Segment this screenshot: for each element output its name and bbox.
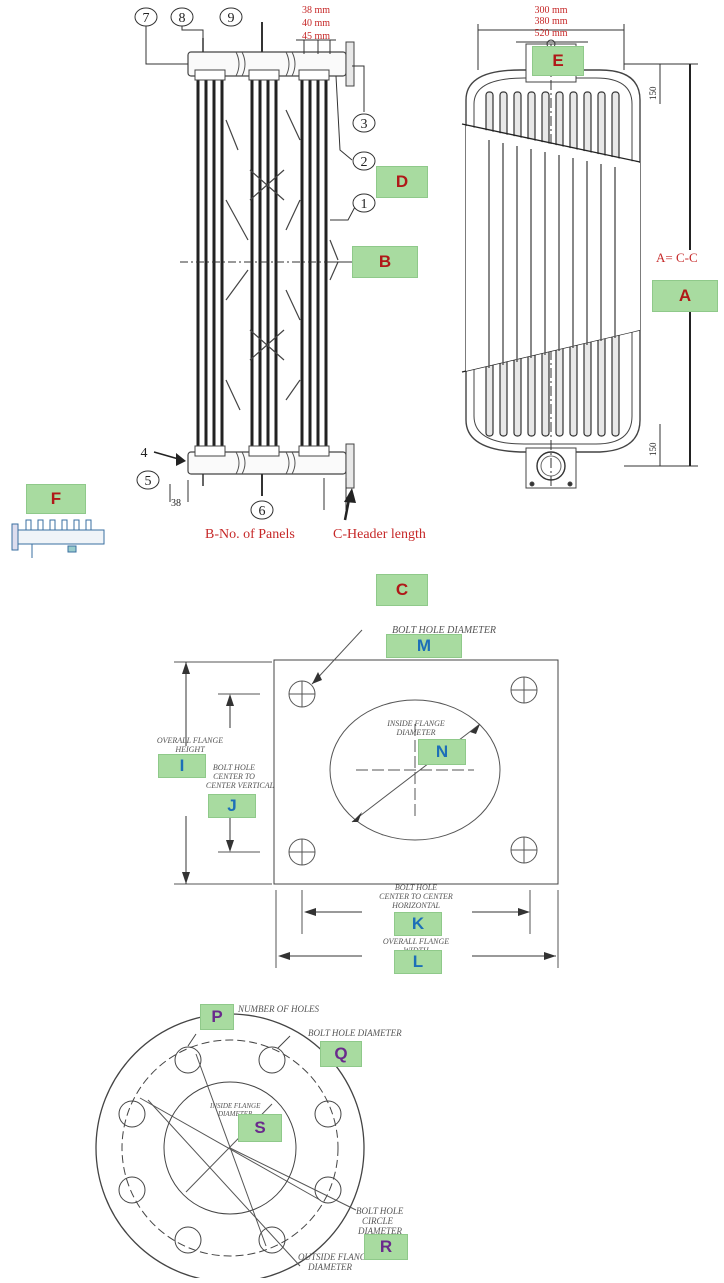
callout-6: 6 — [259, 504, 266, 519]
rd-inside-label-1: INSIDE FLANGE — [209, 1102, 261, 1110]
badge-F: F — [26, 484, 86, 514]
badge-N: N — [418, 739, 466, 765]
callout-8: 8 — [179, 11, 186, 26]
bottom-150: 150 — [648, 442, 658, 456]
rd-circle-label-2: CIRCLE — [362, 1216, 394, 1226]
sq-bolt-vertical-1: BOLT HOLE — [213, 763, 255, 772]
front-view — [461, 24, 698, 489]
badge-B: B — [352, 246, 418, 278]
badge-I: I — [158, 754, 206, 778]
rd-holes-label: NUMBER OF HOLES — [237, 1004, 319, 1014]
square-flange — [174, 629, 559, 968]
round-flange-labels: NUMBER OF HOLES BOLT HOLE DIAMETER INSID… — [209, 1004, 404, 1272]
callout-labels: 7 8 9 3 2 1 4 5 6 38 — [141, 11, 368, 519]
width-520: 520 mm — [534, 28, 567, 39]
side-view-arrows — [153, 451, 356, 521]
dimension-38: 38 — [171, 498, 181, 509]
top-150: 150 — [648, 86, 658, 100]
sq-bolt-vertical-3: CENTER VERTICAL — [206, 781, 275, 790]
callout-9: 9 — [228, 11, 235, 26]
pipe-size-38: 38 mm — [302, 5, 330, 16]
sq-overall-width-1: OVERALL FLANGE — [383, 937, 449, 946]
badge-E: E — [532, 46, 584, 76]
badge-K: K — [394, 912, 442, 936]
captions: B-No. of Panels C-Header length — [205, 527, 426, 542]
badge-D: D — [376, 166, 428, 198]
badge-R: R — [364, 1234, 408, 1260]
badge-L: L — [394, 950, 442, 974]
sq-inside-label-1: INSIDE FLANGE — [386, 719, 445, 728]
width-380: 380 mm — [534, 16, 567, 27]
rd-circle-label-1: BOLT HOLE — [356, 1206, 404, 1216]
pipe-size-45: 45 mm — [302, 31, 330, 42]
sq-bolt-horizontal-3: HORIZONTAL — [391, 901, 440, 910]
sq-bolt-hole-label: BOLT HOLE DIAMETER — [392, 625, 496, 636]
callout-1: 1 — [361, 197, 368, 212]
side-view — [145, 22, 378, 510]
badge-A: A — [652, 280, 718, 312]
callout-7: 7 — [143, 11, 150, 26]
rd-bolt-hole-label: BOLT HOLE DIAMETER — [308, 1028, 402, 1038]
width-300: 300 mm — [534, 5, 567, 16]
badge-S: S — [238, 1114, 282, 1142]
badge-M: M — [386, 634, 462, 658]
pipe-size-40: 40 mm — [302, 18, 330, 29]
sq-bolt-horizontal-1: BOLT HOLE — [395, 883, 437, 892]
badge-P: P — [200, 1004, 234, 1030]
caption-header-length: C-Header length — [333, 527, 426, 542]
badge-C: C — [376, 574, 428, 606]
badge-Q: Q — [320, 1041, 362, 1067]
front-view-dimensions: 300 mm 380 mm 520 mm A= C-C 150 150 — [534, 5, 697, 456]
center-to-center-label: A= C-C — [656, 250, 698, 265]
square-flange-labels: BOLT HOLE DIAMETER INSIDE FLANGE DIAMETE… — [157, 625, 496, 955]
sq-overall-height-2: HEIGHT — [174, 745, 205, 754]
callout-4: 4 — [141, 446, 148, 461]
rd-inside-label-2: DIAMETER — [217, 1110, 253, 1118]
callout-5: 5 — [145, 474, 152, 489]
rd-outside-label-1: OUTSIDE FLANGE — [298, 1252, 372, 1262]
sq-overall-height-1: OVERALL FLANGE — [157, 736, 223, 745]
sq-inside-label-2: DIAMETER — [395, 728, 435, 737]
pipe-sizes: 38 mm 40 mm 45 mm — [302, 5, 330, 42]
sq-bolt-horizontal-2: CENTER TO CENTER — [379, 892, 453, 901]
caption-panels: B-No. of Panels — [205, 527, 295, 542]
callout-circles — [134, 7, 376, 520]
sq-bolt-vertical-2: CENTER TO — [213, 772, 255, 781]
rd-outside-label-2: DIAMETER — [307, 1262, 352, 1272]
callout-3: 3 — [361, 117, 368, 132]
square-flange-arrowheads — [182, 662, 556, 960]
callout-2: 2 — [361, 155, 368, 170]
rd-circle-label-3: DIAMETER — [357, 1226, 402, 1236]
header-thumbnail — [11, 519, 105, 558]
badge-J: J — [208, 794, 256, 818]
